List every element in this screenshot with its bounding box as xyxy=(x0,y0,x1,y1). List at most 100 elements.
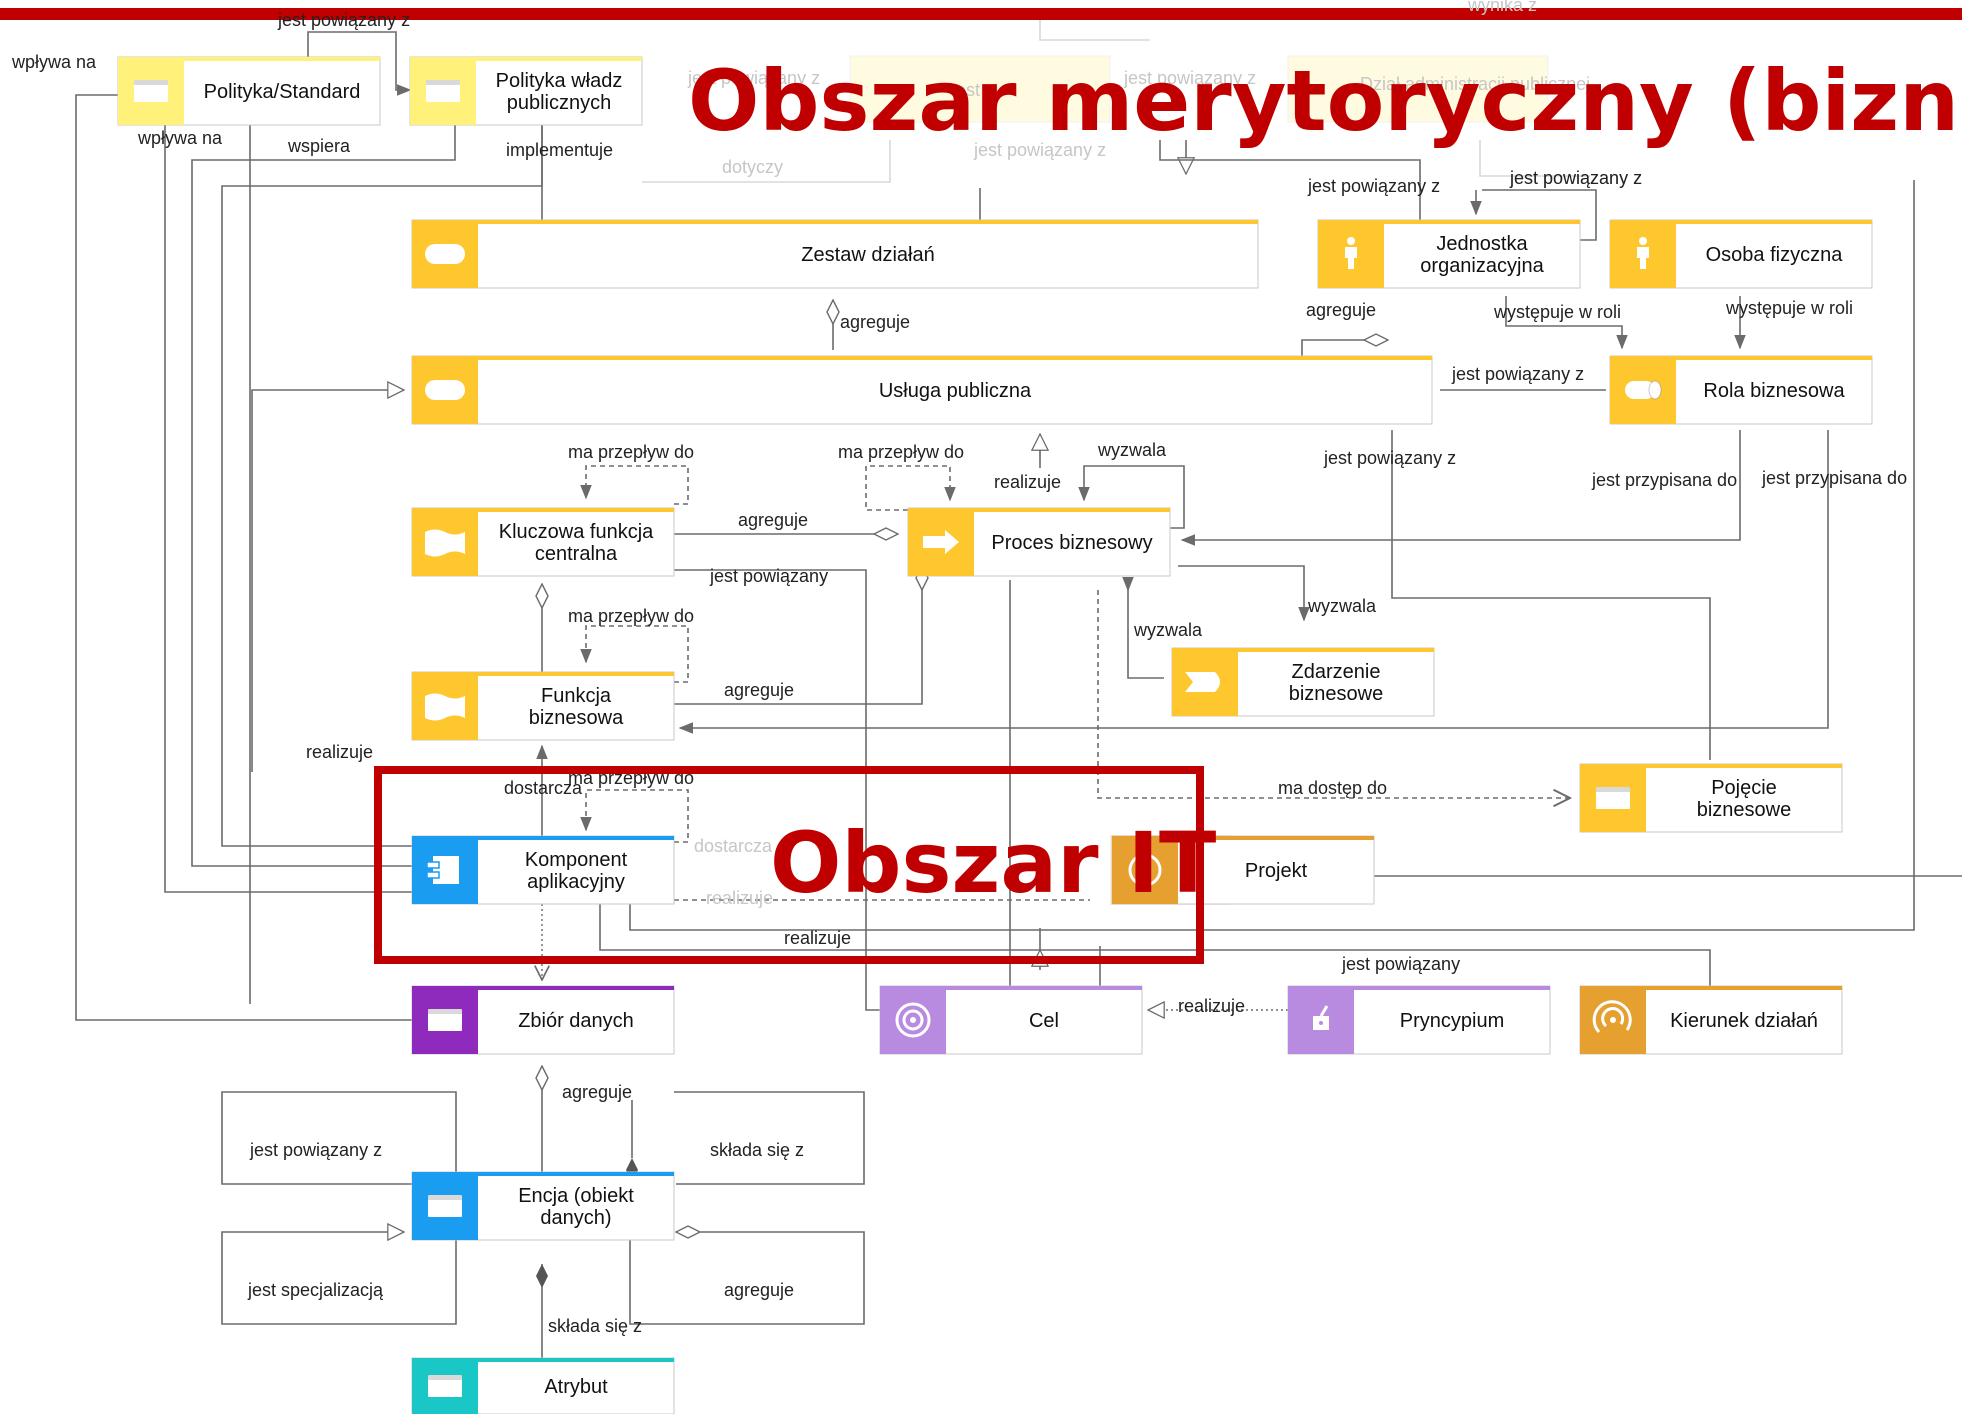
edge-label: ma dostęp do xyxy=(1278,778,1387,798)
node-rola[interactable]: Rola biznesowa xyxy=(1609,355,1873,425)
node-label: Polityka/Standard xyxy=(204,81,361,103)
relationship-edge xyxy=(678,430,1829,734)
edge-label: dostarcza xyxy=(504,778,583,798)
node-proces[interactable]: Proces biznesowy xyxy=(907,507,1171,577)
relationship-edge xyxy=(1301,340,1388,356)
edge-label: realizuje xyxy=(1178,996,1245,1016)
banner-icon xyxy=(425,529,465,557)
event-icon xyxy=(1185,672,1220,692)
faded-label: jest powiązany z xyxy=(973,140,1106,160)
relationship-edge xyxy=(75,94,412,1021)
faded-label: wynika z xyxy=(1467,0,1537,15)
business-area-title: Obszar merytoryczny (bizneso xyxy=(688,52,1962,150)
node-label: publicznych xyxy=(507,92,612,114)
edge-label: agreguje xyxy=(562,1082,632,1102)
node-zestaw-dzialan[interactable]: Zestaw działań xyxy=(411,219,1259,289)
node-label: Polityka władz xyxy=(496,70,623,92)
node-label: centralna xyxy=(535,543,618,565)
edge-label: ma przepływ do xyxy=(568,442,694,462)
node-atrybut[interactable]: Atrybut xyxy=(411,1357,675,1415)
relationship-edge xyxy=(1391,430,1711,760)
node-kierunek[interactable]: Kierunek działań xyxy=(1579,985,1843,1055)
node-osoba[interactable]: Osoba fizyczna xyxy=(1609,219,1873,289)
faded-label: Dział administracji publicznej xyxy=(1360,74,1590,94)
person-icon xyxy=(1345,237,1357,269)
node-cel[interactable]: Cel xyxy=(879,985,1143,1055)
relationship-edge xyxy=(164,125,412,893)
entity-boxes: Polityka/Standard Polityka władzpubliczny… xyxy=(117,56,1873,1415)
node-label: Cel xyxy=(1029,1010,1059,1032)
node-label: Kierunek działań xyxy=(1670,1010,1818,1032)
node-label: danych) xyxy=(540,1207,611,1229)
target-icon xyxy=(895,1002,931,1038)
edge-label: występuje w roli xyxy=(1725,298,1853,318)
window-icon xyxy=(134,80,168,102)
relationship-edge xyxy=(674,590,922,705)
edge-label: implementuje xyxy=(506,140,613,160)
relationship-edge xyxy=(1097,590,1570,798)
edge-label: jest przypisana do xyxy=(1591,470,1737,490)
edge-label: wpływa na xyxy=(11,52,97,72)
edge-label: jest powiązany xyxy=(709,566,828,586)
edge-label: wyzwala xyxy=(1307,596,1377,616)
node-label: Projekt xyxy=(1245,860,1308,882)
edge-label: realizuje xyxy=(784,928,851,948)
window-icon xyxy=(1596,787,1630,809)
relationship-edge xyxy=(221,1091,457,1185)
relationship-edge xyxy=(629,1232,865,1325)
faded-label: jest powiązany z xyxy=(1509,168,1642,188)
edge-label: składa się z xyxy=(710,1140,804,1160)
edge-label: wspiera xyxy=(287,136,351,156)
node-label: biznesowe xyxy=(1289,683,1384,705)
edge-label: agreguje xyxy=(724,1280,794,1300)
edge-label: ma przepływ do xyxy=(838,442,964,462)
edge-label: wyzwala xyxy=(1133,620,1203,640)
rounded-rect-icon xyxy=(425,380,465,400)
edge-label: wyzwala xyxy=(1097,440,1167,460)
edge-label: składa się z xyxy=(548,1316,642,1336)
node-label: Encja (obiekt xyxy=(518,1185,634,1207)
node-projekt[interactable]: Projekt xyxy=(1111,835,1375,905)
node-label: Jednostka xyxy=(1436,233,1528,255)
principle-icon xyxy=(1313,1005,1329,1030)
faded-label: jest powiązany z xyxy=(1123,68,1256,88)
node-zbior[interactable]: Zbiór danych xyxy=(411,985,675,1055)
relationship-edge xyxy=(1178,565,1310,622)
top-red-bar xyxy=(0,8,1962,20)
faded-label: jest powiązany z xyxy=(687,68,820,88)
relationship-edge xyxy=(1078,465,1185,529)
window-icon xyxy=(428,1375,462,1397)
relationship-edge xyxy=(580,465,689,505)
node-pryncypium[interactable]: Pryncypium xyxy=(1287,985,1551,1055)
relationship-edge xyxy=(580,625,689,683)
relationship-edge xyxy=(599,904,1711,986)
cylinder-icon xyxy=(1625,380,1662,400)
relationship-edge xyxy=(674,1091,865,1185)
node-label: organizacyjna xyxy=(1420,255,1544,277)
edge-label: agreguje xyxy=(738,510,808,530)
node-usluga[interactable]: Usługa publiczna xyxy=(411,355,1433,425)
window-icon xyxy=(426,80,460,102)
node-label: Funkcja xyxy=(541,685,612,707)
edge-label: agreguje xyxy=(724,680,794,700)
edge-label: jest przypisana do xyxy=(1761,468,1907,488)
node-polityka-standard[interactable]: Polityka/Standard xyxy=(117,56,381,126)
node-label: Zestaw działań xyxy=(801,244,934,266)
rounded-rect-icon xyxy=(425,244,465,264)
edge-label: jest powiązany z xyxy=(1451,364,1584,384)
component-icon xyxy=(426,856,459,884)
course-icon xyxy=(1592,1000,1632,1034)
edge-label: realizuje xyxy=(994,472,1061,492)
relationship-edge xyxy=(307,31,412,96)
relationship-edge xyxy=(629,180,1915,931)
